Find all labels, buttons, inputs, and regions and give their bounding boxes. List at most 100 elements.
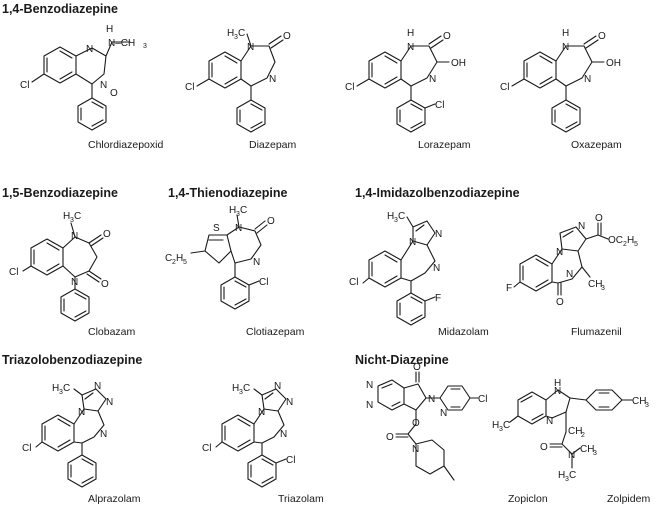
atom-n: N — [94, 381, 101, 392]
atom-cl: Cl — [478, 394, 487, 405]
atom-cl: Cl — [286, 455, 295, 466]
structure-flumazenil: N N N O OC 2 H 5 O CH 3 F — [506, 213, 638, 308]
atom-o: O — [412, 418, 420, 429]
atom-n: N — [258, 407, 265, 418]
subscript: 5 — [183, 259, 187, 266]
atom-n: N — [546, 416, 553, 427]
heading-1-5-benzodiazepine: 1,5-Benzodiazepine — [2, 186, 118, 200]
atom-h: H — [627, 235, 634, 246]
atom-n: N — [440, 408, 447, 419]
atom-o: O — [386, 432, 394, 443]
methylamino-group: N–CH — [108, 38, 135, 49]
methyl-label: H — [63, 211, 70, 222]
subscript: 3 — [645, 402, 649, 409]
methyl-label: CH — [580, 444, 594, 455]
atom-n: N — [247, 42, 254, 53]
atom-n: N — [409, 237, 416, 248]
atom-cl: Cl — [345, 82, 354, 93]
atom-n: N — [235, 223, 242, 234]
compound-name-clotiazepam: Clotiazepam — [246, 326, 305, 338]
atom-cl: Cl — [349, 277, 358, 288]
atom-o: O — [598, 31, 606, 42]
compound-name-chlordiazepoxid: Chlordiazepoxid — [88, 139, 164, 151]
atom-n: N — [429, 74, 436, 85]
hydroxyl-group: OH — [451, 58, 466, 69]
c-letter: C — [503, 420, 510, 431]
methyl-label: H — [52, 383, 59, 394]
atom-n: N — [412, 444, 419, 455]
atom-n: N — [554, 386, 561, 397]
ethyl-label: C — [165, 253, 172, 264]
atom-o: O — [283, 31, 291, 42]
ester-group: OC — [608, 235, 623, 246]
c-letter: C — [569, 470, 576, 481]
atom-n: N — [556, 247, 563, 258]
c-letter: C — [74, 211, 81, 222]
subscript: 3 — [239, 389, 243, 396]
atom-n: N — [100, 80, 107, 91]
atom-o: O — [267, 216, 275, 227]
atom-cl: Cl — [202, 443, 211, 454]
atom-h: H — [106, 24, 113, 35]
atom-f: F — [435, 293, 441, 304]
structure-oxazepam: H N O OH N Cl — [500, 28, 621, 133]
atom-cl: Cl — [185, 82, 194, 93]
atom-o: O — [110, 88, 118, 99]
atom-n: N — [269, 74, 276, 85]
atom-o: O — [101, 279, 109, 290]
compound-name-flumazenil: Flumazenil — [571, 326, 622, 338]
structure-clobazam: H 3 C N O O N Cl — [9, 211, 111, 322]
subscript: 3 — [236, 211, 240, 218]
compound-name-alprazolam: Alprazolam — [88, 493, 141, 505]
c-letter: C — [240, 205, 247, 216]
phenyl-ring — [77, 83, 107, 131]
atom-n: N — [566, 269, 573, 280]
atom-o: O — [556, 297, 564, 308]
atom-n: N — [433, 263, 440, 274]
structure-chlordiazepoxid: N N O H N–CH 3 Cl — [20, 24, 147, 131]
atom-n: N — [407, 42, 414, 53]
subscript: 3 — [59, 389, 63, 396]
subscript: 5 — [634, 241, 638, 248]
atom-cl: Cl — [435, 100, 444, 111]
atom-o: O — [103, 229, 111, 240]
atom-cl: Cl — [9, 267, 18, 278]
compound-name-diazepam: Diazepam — [249, 139, 297, 151]
compound-name-zopiclon: Zopiclon — [508, 493, 548, 505]
atom-n: N — [71, 231, 78, 242]
atom-h: H — [176, 253, 183, 264]
heading-1-4-imidazolbenzodiazepine: 1,4-Imidazolbenzodiazepine — [355, 186, 520, 200]
c-letter: C — [243, 383, 250, 394]
compound-name-clobazam: Clobazam — [88, 326, 136, 338]
c-letter: C — [238, 28, 245, 39]
atom-o: O — [540, 442, 548, 453]
atom-n: N — [435, 229, 442, 240]
subscript: 3 — [143, 43, 147, 50]
methyl-label: H — [492, 420, 499, 431]
atom-o: O — [595, 213, 603, 224]
atom-f: F — [506, 283, 512, 294]
atom-n: N — [253, 257, 260, 268]
c-letter: C — [398, 211, 405, 222]
heading-1-4-benzodiazepine: 1,4-Benzodiazepine — [2, 2, 118, 16]
atom-cl: Cl — [20, 80, 29, 91]
atom-n: N — [366, 400, 373, 411]
atom-h: H — [554, 378, 561, 389]
subscript: 3 — [234, 34, 238, 41]
compound-name-lorazepam: Lorazepam — [418, 139, 471, 151]
methylene-label: CH — [568, 426, 582, 437]
atom-o: O — [413, 362, 421, 373]
heading-1-4-thienodiazepine: 1,4-Thienodiazepine — [168, 186, 288, 200]
atom-n: N — [584, 74, 591, 85]
atom-cl: Cl — [259, 277, 268, 288]
compound-name-triazolam: Triazolam — [278, 493, 324, 505]
structure-lorazepam: H N O OH N Cl Cl — [345, 28, 466, 133]
subscript: 2 — [623, 241, 627, 248]
atom-n: N — [568, 450, 575, 461]
subscript: 3 — [601, 285, 605, 292]
c-letter: C — [63, 383, 70, 394]
atom-n: N — [106, 397, 113, 408]
methyl-label: CH — [588, 279, 602, 290]
atom-n: N — [71, 277, 78, 288]
